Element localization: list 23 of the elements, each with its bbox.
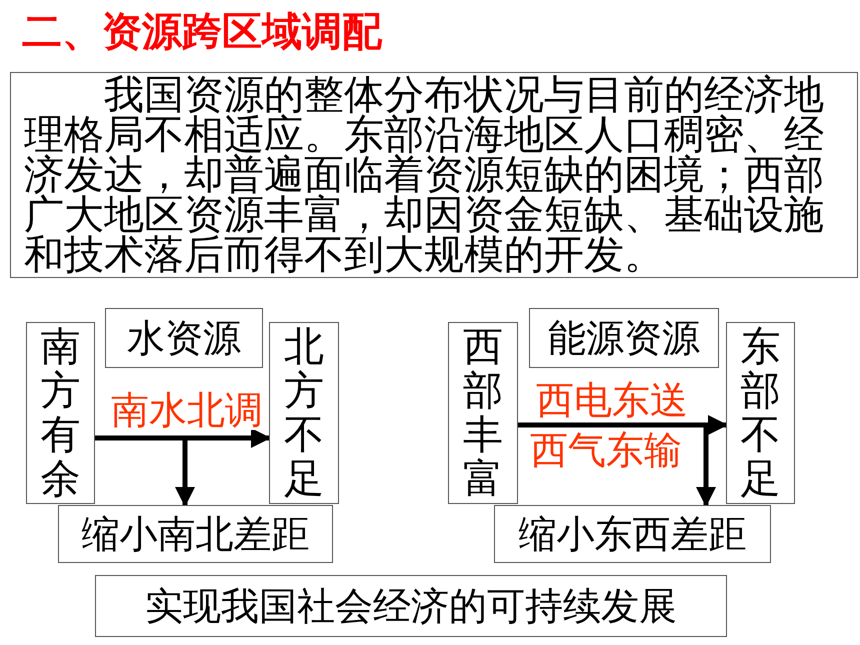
- text-box: [95, 575, 727, 637]
- text-box: [494, 505, 771, 563]
- text-box: [58, 505, 333, 563]
- edge-label: 西气东输: [530, 430, 682, 470]
- vertical-label: 东部不足: [740, 325, 780, 503]
- text-box: [529, 308, 719, 368]
- vertical-text-box: [726, 322, 795, 504]
- vertical-text-box: [448, 322, 518, 504]
- paragraph: 我国资源的整体分布状况与目前的经济地理格局不相适应。东部沿海地区人口稠密、经济发达，却普遍面临着资源短缺的困境；西部广大地区资源丰富，却因资金短缺、基础设施和技术落后而得不到大规模的开发。: [24, 75, 825, 275]
- vertical-label: 南方有余: [40, 325, 80, 503]
- box-label: 实现我国社会经济的可持续发展: [145, 584, 677, 628]
- vertical-label: 西部丰富: [463, 325, 503, 503]
- box-label: 水资源: [127, 316, 241, 360]
- vertical-text-box: [269, 322, 339, 504]
- text-box: [105, 308, 263, 368]
- edge-label: 南水北调: [111, 390, 263, 430]
- box-label: 能源资源: [548, 316, 700, 360]
- vertical-text-box: [26, 322, 95, 504]
- vertical-label: 北方不足: [284, 325, 324, 503]
- box-label: 缩小东西差距: [518, 512, 746, 556]
- box-label: 缩小南北差距: [82, 512, 310, 556]
- title: 二、资源跨区域调配: [22, 8, 382, 57]
- edge-label: 西电东送: [536, 380, 688, 420]
